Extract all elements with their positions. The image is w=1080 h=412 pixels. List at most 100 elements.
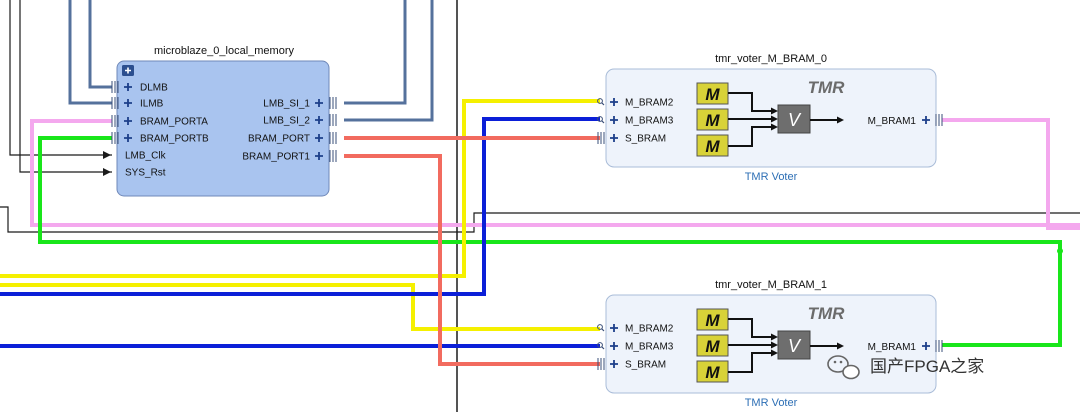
voter-1-m-bram2-wire (0, 283, 600, 331)
expand-port-icon[interactable] (610, 98, 618, 106)
voter-0-m-bram2-wire (0, 99, 600, 278)
lm-port-dlmb[interactable]: DLMB (111, 81, 168, 94)
ilmb-wire (68, 0, 112, 105)
voter-subtitle: TMR Voter (745, 171, 798, 183)
lmb-bus-wires[interactable] (68, 0, 434, 122)
reset-net-wire (0, 206, 1080, 233)
expand-port-icon[interactable] (610, 116, 618, 124)
collapse-toggle-icon[interactable] (122, 65, 134, 76)
port-label: M_BRAM2 (625, 324, 674, 335)
voter-port-s-bram[interactable]: S_BRAM (597, 132, 666, 145)
dlmb-wire (88, 0, 112, 89)
voter-port-m-bram2[interactable]: M_BRAM2 (597, 324, 674, 335)
port-label: M_BRAM1 (868, 342, 917, 353)
bus-interface-icon[interactable] (329, 97, 337, 109)
lm-port-lmb-clk[interactable]: LMB_Clk (125, 151, 167, 162)
lm-port-lmb-si-2[interactable]: LMB_SI_2 (263, 114, 337, 127)
monitor-icon (597, 324, 605, 332)
yellow-bus-wires[interactable] (0, 99, 600, 331)
lm-port-bram-portb[interactable]: BRAM_PORTB (111, 132, 209, 145)
bus-interface-icon[interactable] (935, 114, 943, 126)
voter-port-m-bram1-out[interactable]: M_BRAM1 (868, 340, 943, 353)
local-memory-body[interactable] (116, 60, 330, 197)
voter-0-output-wire[interactable] (942, 118, 1080, 230)
svg-text:M: M (705, 111, 720, 130)
bus-interface-icon[interactable] (111, 132, 119, 144)
lm-port-bram-port1[interactable]: BRAM_PORT1 (242, 150, 337, 163)
red-bus-wires[interactable] (344, 136, 600, 366)
m-module-box: M (696, 308, 729, 331)
bus-interface-icon[interactable] (329, 132, 337, 144)
port-label: LMB_Clk (125, 151, 167, 162)
bus-interface-icon[interactable] (597, 132, 605, 144)
tmr-logo-text: TMR (808, 304, 846, 323)
voter-port-m-bram3[interactable]: M_BRAM3 (597, 116, 674, 127)
green-net-junction (1057, 248, 1063, 254)
port-label: BRAM_PORTA (140, 117, 208, 128)
svg-text:M: M (705, 337, 720, 356)
lm-port-bram-port[interactable]: BRAM_PORT (248, 132, 337, 145)
signal-wires[interactable] (0, 0, 1080, 233)
expand-port-icon[interactable] (922, 116, 930, 124)
lmb-si-1-wire (344, 0, 407, 105)
voter-title: tmr_voter_M_BRAM_1 (715, 279, 827, 291)
expand-port-icon[interactable] (124, 117, 132, 125)
voter-port-s-bram[interactable]: S_BRAM (597, 358, 666, 371)
svg-text:M: M (705, 85, 720, 104)
expand-port-icon[interactable] (610, 134, 618, 142)
port-label: S_BRAM (625, 134, 666, 145)
svg-text:M: M (705, 311, 720, 330)
expand-port-icon[interactable] (610, 324, 618, 332)
expand-port-icon[interactable] (124, 134, 132, 142)
expand-port-icon[interactable] (124, 99, 132, 107)
bus-interface-icon[interactable] (111, 115, 119, 127)
port-label: LMB_SI_1 (263, 99, 310, 110)
bram-porta-wire[interactable] (30, 119, 1080, 227)
expand-port-icon[interactable] (315, 134, 323, 142)
voter-port-m-bram3[interactable]: M_BRAM3 (597, 342, 674, 353)
bram-portb-wire[interactable] (38, 136, 1062, 347)
sys-rst-wire (19, 0, 112, 173)
port-label: M_BRAM2 (625, 98, 674, 109)
expand-port-icon[interactable] (124, 83, 132, 91)
expand-port-icon[interactable] (315, 99, 323, 107)
lm-port-sys-rst[interactable]: SYS_Rst (125, 168, 166, 179)
m-module-box: M (696, 82, 729, 105)
watermark-text: 国产FPGA之家 (870, 357, 984, 376)
expand-port-icon[interactable] (315, 152, 323, 160)
local-memory-block[interactable]: microblaze_0_local_memory DLMBILMBBRAM_P… (111, 45, 337, 197)
blue-bus-wires[interactable] (0, 117, 600, 348)
expand-port-icon[interactable] (610, 342, 618, 350)
voter-port-m-bram1-out[interactable]: M_BRAM1 (868, 114, 943, 127)
bram-port1-wire (344, 154, 600, 366)
voter-subtitle: TMR Voter (745, 397, 798, 409)
voter-title: tmr_voter_M_BRAM_0 (715, 53, 827, 65)
bus-interface-icon[interactable] (935, 340, 943, 352)
svg-text:V: V (788, 336, 802, 356)
voter-port-m-bram2[interactable]: M_BRAM2 (597, 98, 674, 109)
port-label: M_BRAM3 (625, 342, 674, 353)
bus-interface-icon[interactable] (597, 358, 605, 370)
bus-interface-icon[interactable] (329, 150, 337, 162)
v-voter-box: V (777, 104, 811, 134)
lm-port-ilmb[interactable]: ILMB (111, 97, 164, 110)
tmr-voter-0-block[interactable]: tmr_voter_M_BRAM_0TMRM_BRAM2M_BRAM3S_BRA… (597, 53, 943, 183)
port-label: BRAM_PORTB (140, 134, 209, 145)
port-label: ILMB (140, 99, 164, 110)
sys-rst-arrow-icon (103, 168, 111, 176)
bus-interface-icon[interactable] (111, 81, 119, 93)
port-label: BRAM_PORT1 (242, 152, 310, 163)
output-arrow-icon (837, 342, 844, 350)
expand-port-icon[interactable] (922, 342, 930, 350)
lm-port-lmb-si-1[interactable]: LMB_SI_1 (263, 97, 337, 110)
lm-port-bram-porta[interactable]: BRAM_PORTA (111, 115, 208, 128)
port-label: SYS_Rst (125, 168, 166, 179)
expand-port-icon[interactable] (610, 360, 618, 368)
bus-interface-icon[interactable] (329, 114, 337, 126)
monitor-icon (597, 342, 605, 350)
expand-port-icon[interactable] (315, 116, 323, 124)
bus-interface-icon[interactable] (111, 97, 119, 109)
lmb-clk-wire (9, 0, 112, 156)
